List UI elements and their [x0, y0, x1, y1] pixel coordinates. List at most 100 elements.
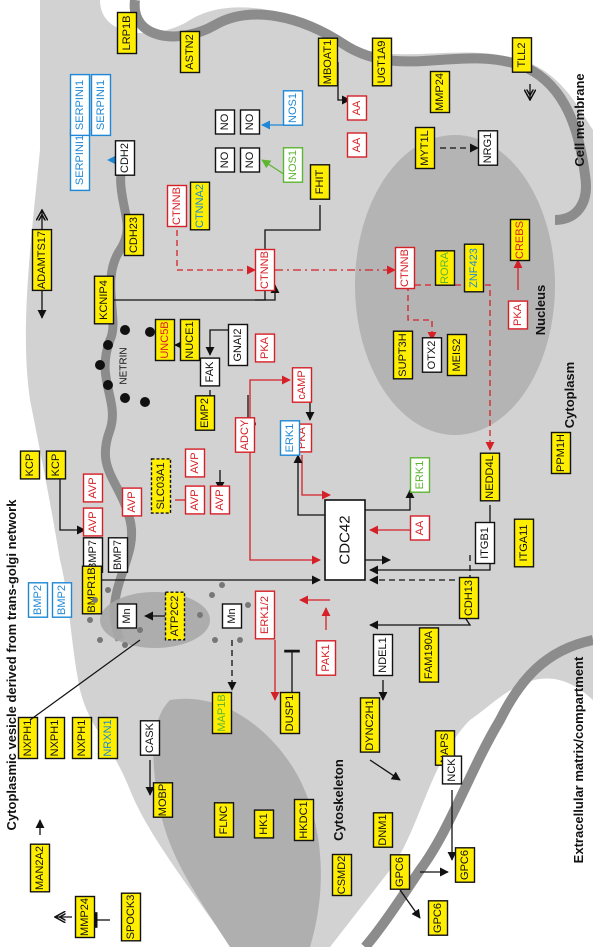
node-man2a2: MAN2A2: [31, 844, 50, 892]
node-mobp: MOBP: [154, 783, 173, 817]
node-label: Mn: [121, 608, 133, 623]
node-mmp24a: MMP24: [431, 72, 450, 113]
node-label: HKDC1: [298, 801, 310, 838]
node-label: NO: [219, 151, 231, 168]
node-label: BMP7: [112, 540, 124, 570]
node-label: NO: [244, 151, 256, 168]
node-label: ZNF423: [468, 248, 480, 288]
node-nck: NCK: [443, 756, 462, 784]
node-label: BMP2: [32, 585, 44, 615]
node-label: cAMP: [296, 370, 308, 399]
node-label: FAK: [204, 361, 216, 382]
node-nos1b: NOS1: [284, 148, 303, 182]
node-erk1a: ERK1: [281, 421, 300, 455]
node-adamts17: ADAMTS17: [33, 230, 52, 291]
node-label: MYT1L: [419, 130, 431, 165]
node-label: FHIT: [314, 170, 326, 195]
node-spock3: SPOCK3: [122, 893, 141, 941]
node-ppm1h: PPM1H: [552, 433, 571, 474]
node-kcp1: KCP: [21, 451, 40, 479]
node-mboat1: MBOAT1: [319, 38, 338, 86]
node-label: SERPINI1: [74, 135, 86, 185]
node-cask: CASK: [141, 721, 160, 755]
node-bmpr1b: BMPR1B: [83, 566, 102, 614]
node-label: GNAI2: [232, 328, 244, 361]
node-label: SLC03A1: [155, 462, 167, 509]
node-label: PKA: [259, 336, 271, 359]
node-ndel1: NDEL1: [374, 635, 393, 676]
node-avp1: AVP: [84, 474, 103, 502]
node-gpc6c: GPC6: [429, 901, 448, 935]
node-label: PPM1H: [555, 434, 567, 472]
node-serp2: SERPINI1: [71, 75, 90, 136]
label-cytoskeleton: Cytoskeleton: [331, 759, 346, 841]
node-label: MMP24: [79, 898, 91, 936]
node-itgb1: ITGB1: [476, 523, 495, 564]
node-label: FLNC: [218, 806, 230, 835]
node-label: MBOAT1: [322, 40, 334, 84]
node-label: SPOCK3: [125, 895, 137, 940]
node-label: EMP2: [199, 398, 211, 428]
node-label: CTNNB: [259, 251, 271, 289]
cdc42-label: CDC42: [337, 515, 354, 564]
node-ctnnb2: CTNNB: [256, 250, 275, 291]
node-label: NCK: [446, 758, 458, 782]
node-gnai2: GNAI2: [229, 325, 248, 366]
node-label: KCNIP4: [98, 280, 110, 320]
node-gpc6a: GPC6: [391, 855, 410, 889]
node-nedd4l: NEDD4L: [481, 453, 500, 501]
node-label: CDH23: [128, 217, 140, 253]
node-astn2: ASTN2: [181, 32, 200, 73]
node-pak1: PAK1: [317, 641, 336, 675]
node-label: DNM1: [377, 814, 389, 845]
node-myt1l: MYT1L: [416, 128, 435, 169]
node-slc03a1: SLC03A1: [152, 459, 171, 513]
node-serp3: SERPINI1: [92, 75, 111, 136]
node-serp1: SERPINI1: [71, 130, 90, 191]
node-label: MAN2A2: [34, 846, 46, 890]
label-vesicle: Cytoplasmic vesicle derived from trans-g…: [4, 499, 19, 831]
node-label: NXPH1: [49, 720, 61, 757]
node-avp4: AVP: [186, 449, 205, 477]
node-ctnnb1: CTNNB: [168, 186, 187, 227]
node-label: AA: [351, 137, 363, 152]
node-aa1: AA: [348, 96, 367, 120]
node-label: NRXN1: [102, 719, 114, 756]
node-ctnnb3: CTNNB: [396, 248, 415, 289]
node-label: ERK1: [284, 424, 296, 453]
node-kcp2: KCP: [47, 451, 66, 479]
node-label: DYNC2H1: [364, 699, 376, 750]
node-pkaa: PKA: [256, 334, 275, 362]
node-label: AVP: [189, 489, 201, 510]
node-flnc: FLNC: [215, 803, 234, 837]
node-label: PAK1: [320, 644, 332, 671]
cdc42-hub: CDC42: [325, 500, 365, 580]
node-ugt1a9: UGT1A9: [373, 38, 392, 86]
node-label: TLL2: [516, 42, 528, 67]
node-erk1b: ERK1: [411, 458, 430, 492]
node-meis2: MEIS2: [448, 335, 467, 376]
node-label: NOS1: [287, 93, 299, 123]
node-fak: FAK: [201, 358, 220, 386]
node-label: MAP1B: [216, 694, 228, 731]
label-cytoplasm: Cytoplasm: [562, 362, 577, 428]
node-nrg1: NRG1: [479, 131, 498, 165]
node-dnm1: DNM1: [374, 813, 393, 847]
node-no4: NO: [241, 148, 260, 172]
node-label: AVP: [87, 511, 99, 532]
node-label: CSMD2: [336, 856, 348, 895]
node-label: KCP: [50, 454, 62, 477]
node-label: KCP: [24, 454, 36, 477]
node-itga11: ITGA11: [515, 519, 534, 567]
node-cdh13: CDH13: [460, 578, 479, 619]
node-label: AVP: [87, 477, 99, 498]
node-avp5: AVP: [186, 486, 205, 514]
label-nucleus: Nucleus: [533, 285, 548, 336]
node-gpc6b: GPC6: [456, 848, 475, 882]
node-label: CTNNB: [171, 187, 183, 225]
node-label: MOBP: [157, 784, 169, 816]
node-label: BMP2: [56, 585, 68, 615]
node-label: CTNNB: [399, 249, 411, 287]
node-label: GPC6: [394, 857, 406, 887]
